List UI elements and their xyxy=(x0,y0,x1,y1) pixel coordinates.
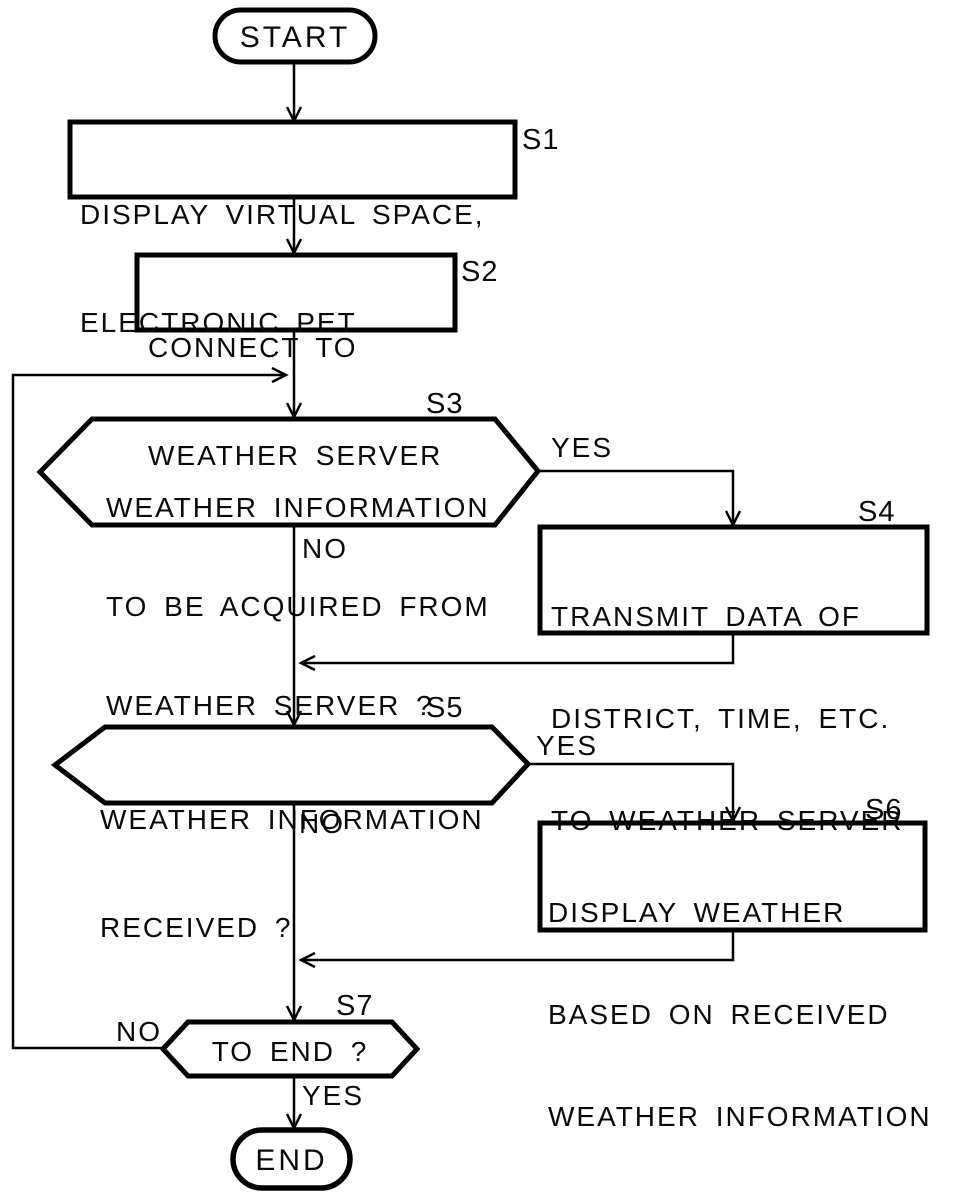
process-s1-text: DISPLAY VIRTUAL SPACE, ELECTRONIC PET xyxy=(80,125,485,413)
process-s4-shape xyxy=(537,524,930,636)
decision-s3-line3: WEATHER SERVER ? xyxy=(106,690,434,721)
step-label-s2: S2 xyxy=(461,256,499,288)
process-s6-shape xyxy=(537,820,928,933)
step-label-s6: S6 xyxy=(865,794,903,826)
arrowhead-merge2 xyxy=(298,951,316,969)
decision-s7-shape xyxy=(159,1019,421,1079)
merge-s4-to-spine xyxy=(301,633,735,665)
process-s1-shape xyxy=(67,119,518,200)
decision-s5-text: WEATHER INFORMATION RECEIVED ? xyxy=(100,730,484,1018)
step-label-s3: S3 xyxy=(426,388,464,420)
flow-shapes xyxy=(36,7,930,1191)
start-terminator-shape xyxy=(212,7,378,65)
process-s4-line2: DISTRICT, TIME, ETC. xyxy=(551,703,891,734)
arrowhead-loopback xyxy=(271,366,289,384)
process-s4-text: TRANSMIT DATA OF DISTRICT, TIME, ETC. TO… xyxy=(551,532,904,906)
process-s1-line2: ELECTRONIC PET xyxy=(80,307,357,338)
process-s2-shape xyxy=(134,252,458,333)
decision-s5-line1: WEATHER INFORMATION xyxy=(100,804,484,835)
decision-s7-text: TO END ? xyxy=(211,1036,369,1067)
end-node-text: END xyxy=(255,1144,328,1177)
decision-s3-line1: WEATHER INFORMATION xyxy=(106,492,490,523)
step-label-s4: S4 xyxy=(858,496,896,528)
step-label-s7: S7 xyxy=(336,990,374,1022)
s3-no-branch-label: NO xyxy=(302,533,348,564)
s5-no-branch-label: NO xyxy=(299,808,345,839)
s3-yes-branch-label: YES xyxy=(551,432,614,463)
s7-yes-branch-label: YES xyxy=(302,1080,365,1111)
merge-s6-to-spine xyxy=(301,930,735,962)
s5-yes-branch-label: YES xyxy=(536,730,599,761)
process-s2-line1: CONNECT TO xyxy=(148,332,358,363)
process-s4-line1: TRANSMIT DATA OF xyxy=(551,601,862,632)
flow-connectors xyxy=(11,62,742,1131)
process-s1-line1: DISPLAY VIRTUAL SPACE, xyxy=(80,199,485,230)
end-terminator-shape xyxy=(230,1127,353,1191)
process-s4-line3: TO WEATHER SERVER xyxy=(551,805,904,836)
decision-s3-line2: TO BE ACQUIRED FROM xyxy=(106,591,490,622)
process-s6-text: DISPLAY WEATHER BASED ON RECEIVED WEATHE… xyxy=(548,828,932,1200)
decision-s5-line2: RECEIVED ? xyxy=(100,912,293,943)
decision-s3-text: WEATHER INFORMATION TO BE ACQUIRED FROM … xyxy=(106,425,490,788)
step-label-s5: S5 xyxy=(426,692,464,724)
loopback-s7-no xyxy=(11,373,286,1050)
process-s6-line1: DISPLAY WEATHER xyxy=(548,897,846,928)
arrowhead-merge1 xyxy=(298,654,316,672)
s7-no-branch-label: NO xyxy=(116,1016,162,1047)
branch-s3-yes xyxy=(538,469,735,525)
decision-s5-shape xyxy=(50,724,532,806)
start-node-text: START xyxy=(239,21,351,54)
step-label-s1: S1 xyxy=(522,124,560,156)
process-s6-line2: BASED ON RECEIVED xyxy=(548,999,890,1030)
process-s6-line3: WEATHER INFORMATION xyxy=(548,1101,932,1132)
process-s2-text: CONNECT TO WEATHER SERVER xyxy=(148,258,442,546)
branch-s5-yes xyxy=(528,762,735,821)
decision-s3-shape xyxy=(36,416,542,528)
process-s2-line2: WEATHER SERVER xyxy=(148,440,443,471)
